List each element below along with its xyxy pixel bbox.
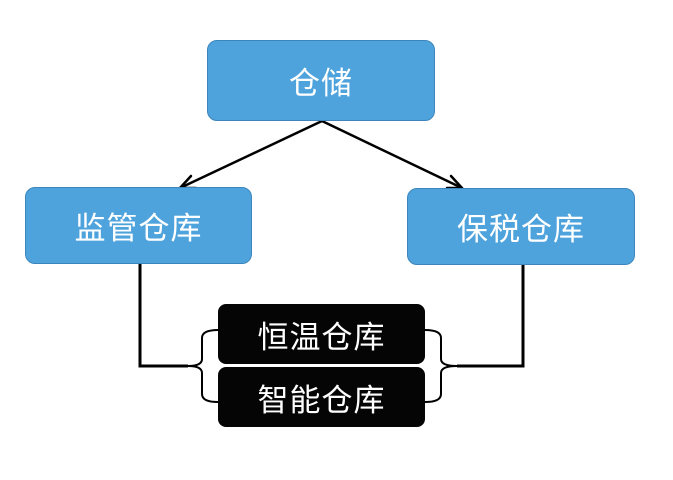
right-node-label: 保税仓库 xyxy=(457,212,585,248)
sub-node-top-label: 恒温仓库 xyxy=(257,319,386,356)
arrow-root-to-right xyxy=(320,119,464,190)
left-brace xyxy=(187,329,219,403)
right-brace xyxy=(424,329,458,403)
sub-node-top-box: 恒温仓库 xyxy=(218,304,425,364)
sub-node-bottom-label: 智能仓库 xyxy=(257,382,386,419)
arrow-root-to-left xyxy=(178,119,324,190)
left-node-box: 监管仓库 xyxy=(25,187,252,264)
root-node-label: 仓储 xyxy=(289,66,353,102)
left-node-label: 监管仓库 xyxy=(74,211,203,247)
sub-node-bottom-box: 智能仓库 xyxy=(218,367,425,427)
right-node-box: 保税仓库 xyxy=(407,188,635,265)
root-node-box: 仓储 xyxy=(207,40,435,121)
line-right-to-bracket xyxy=(457,265,525,368)
line-left-to-bracket xyxy=(138,264,188,368)
